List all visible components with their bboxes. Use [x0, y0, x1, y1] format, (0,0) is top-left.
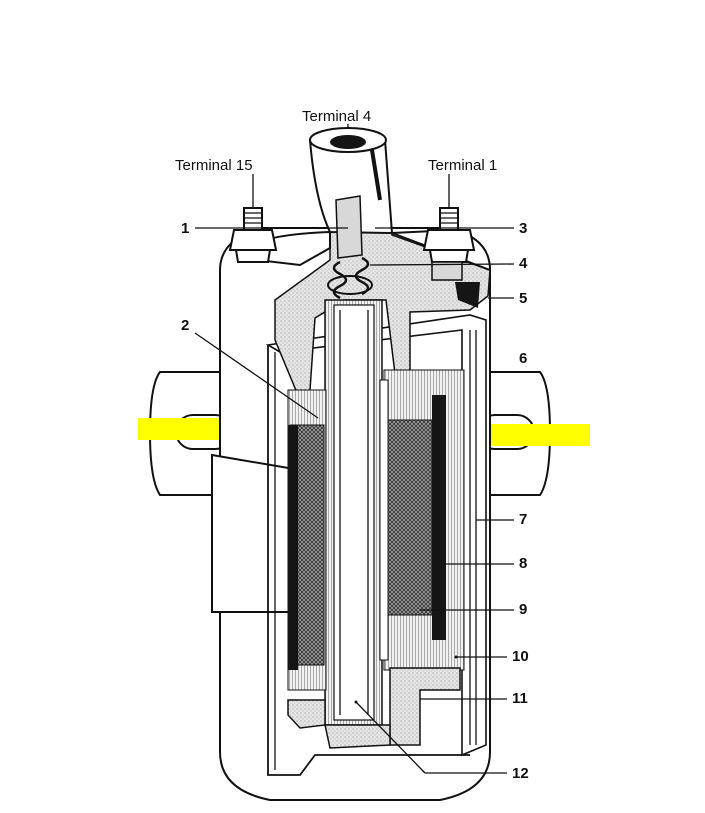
- callout-4: 4: [519, 255, 528, 272]
- callout-10: 10: [512, 648, 529, 665]
- callouts: 1 2 3 4 5 6 7 8 9 10 11 12: [181, 220, 529, 782]
- terminal-1-label: Terminal 1: [428, 157, 497, 174]
- callout-11: 11: [512, 690, 528, 707]
- callout-8: 8: [519, 555, 527, 572]
- terminal-15-label: Terminal 15: [175, 157, 253, 174]
- callout-7: 7: [519, 511, 527, 528]
- laminated-iron-core: [324, 299, 383, 726]
- callout-2: 2: [181, 317, 189, 334]
- callout-1: 1: [181, 220, 189, 237]
- terminal-15-stud: [228, 207, 278, 263]
- windings: [287, 369, 465, 691]
- right-highlight: [475, 424, 590, 446]
- callout-9: 9: [519, 601, 527, 618]
- callout-6: 6: [519, 350, 527, 367]
- leader-4: [369, 263, 515, 266]
- callout-5: 5: [519, 290, 527, 307]
- leader-2: [194, 332, 319, 419]
- callout-12: 12: [512, 765, 529, 782]
- base-insulator: [287, 667, 461, 749]
- terminal-4-tower: [308, 127, 394, 259]
- terminal-4-label: Terminal 4: [302, 108, 371, 125]
- terminal-labels: Terminal 4 Terminal 15 Terminal 1: [175, 108, 497, 208]
- callout-3: 3: [519, 220, 527, 237]
- spring-contact: [327, 256, 373, 300]
- leader-12: [355, 701, 426, 774]
- terminal-1-stud: [422, 207, 480, 308]
